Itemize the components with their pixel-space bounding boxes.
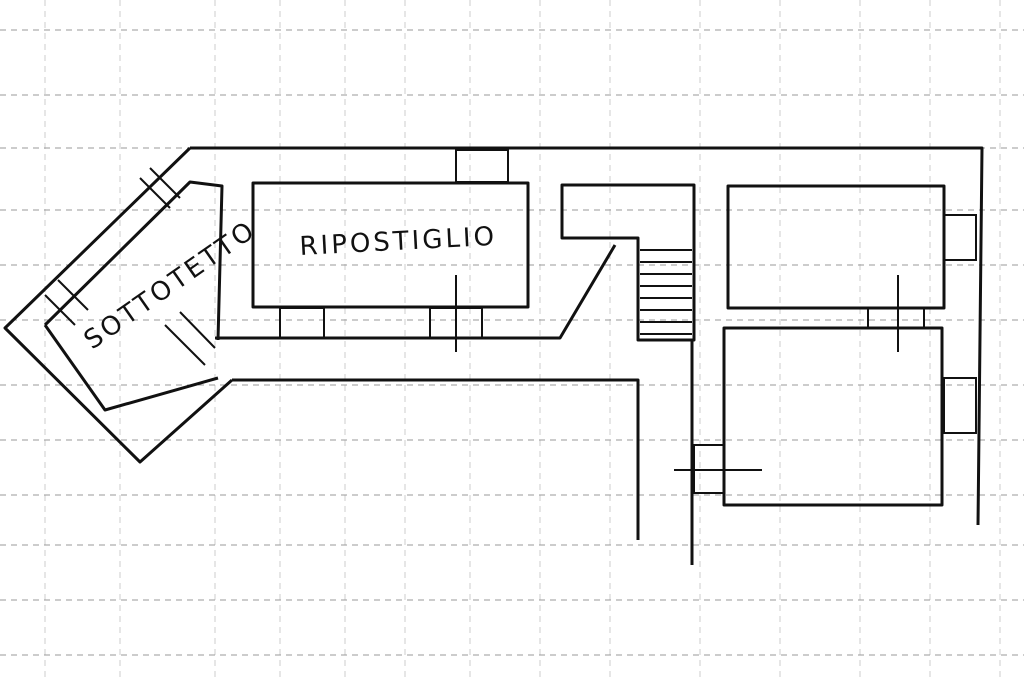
- stair-block: [560, 183, 696, 342]
- windows-and-doors: [44, 149, 977, 494]
- outer-wall: [190, 146, 984, 526]
- room-top-right: [726, 184, 946, 310]
- corridor-bottom-wall: [232, 378, 640, 540]
- corridor-top-wall: [215, 244, 617, 340]
- room-label-ripostiglio: RIPOSTIGLIO: [299, 222, 498, 262]
- sottotetto-inner-wall: [43, 180, 224, 412]
- outer-diagonal-wall: [3, 146, 233, 464]
- ripostiglio-room: [251, 181, 530, 309]
- room-bottom-right: [722, 326, 944, 507]
- room-label-sottotetto: SOTTOTETTO: [79, 215, 262, 356]
- staircase: [640, 249, 692, 335]
- walls: [3, 146, 984, 565]
